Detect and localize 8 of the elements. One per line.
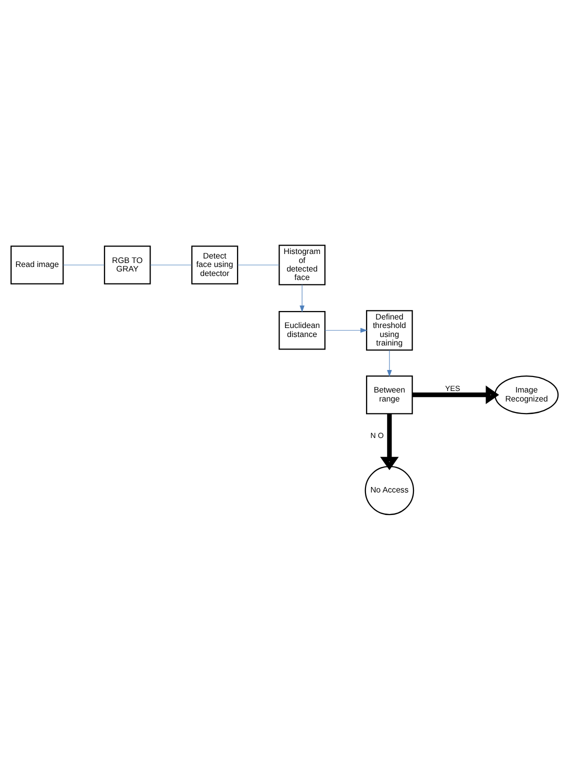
- connector: [237, 264, 280, 265]
- arrow: [387, 349, 392, 376]
- arrow: [412, 385, 500, 404]
- connector: [62, 264, 105, 265]
- arrow: [324, 327, 368, 332]
- connector: [150, 264, 192, 265]
- arrow: [300, 284, 305, 312]
- arrow: [380, 413, 399, 470]
